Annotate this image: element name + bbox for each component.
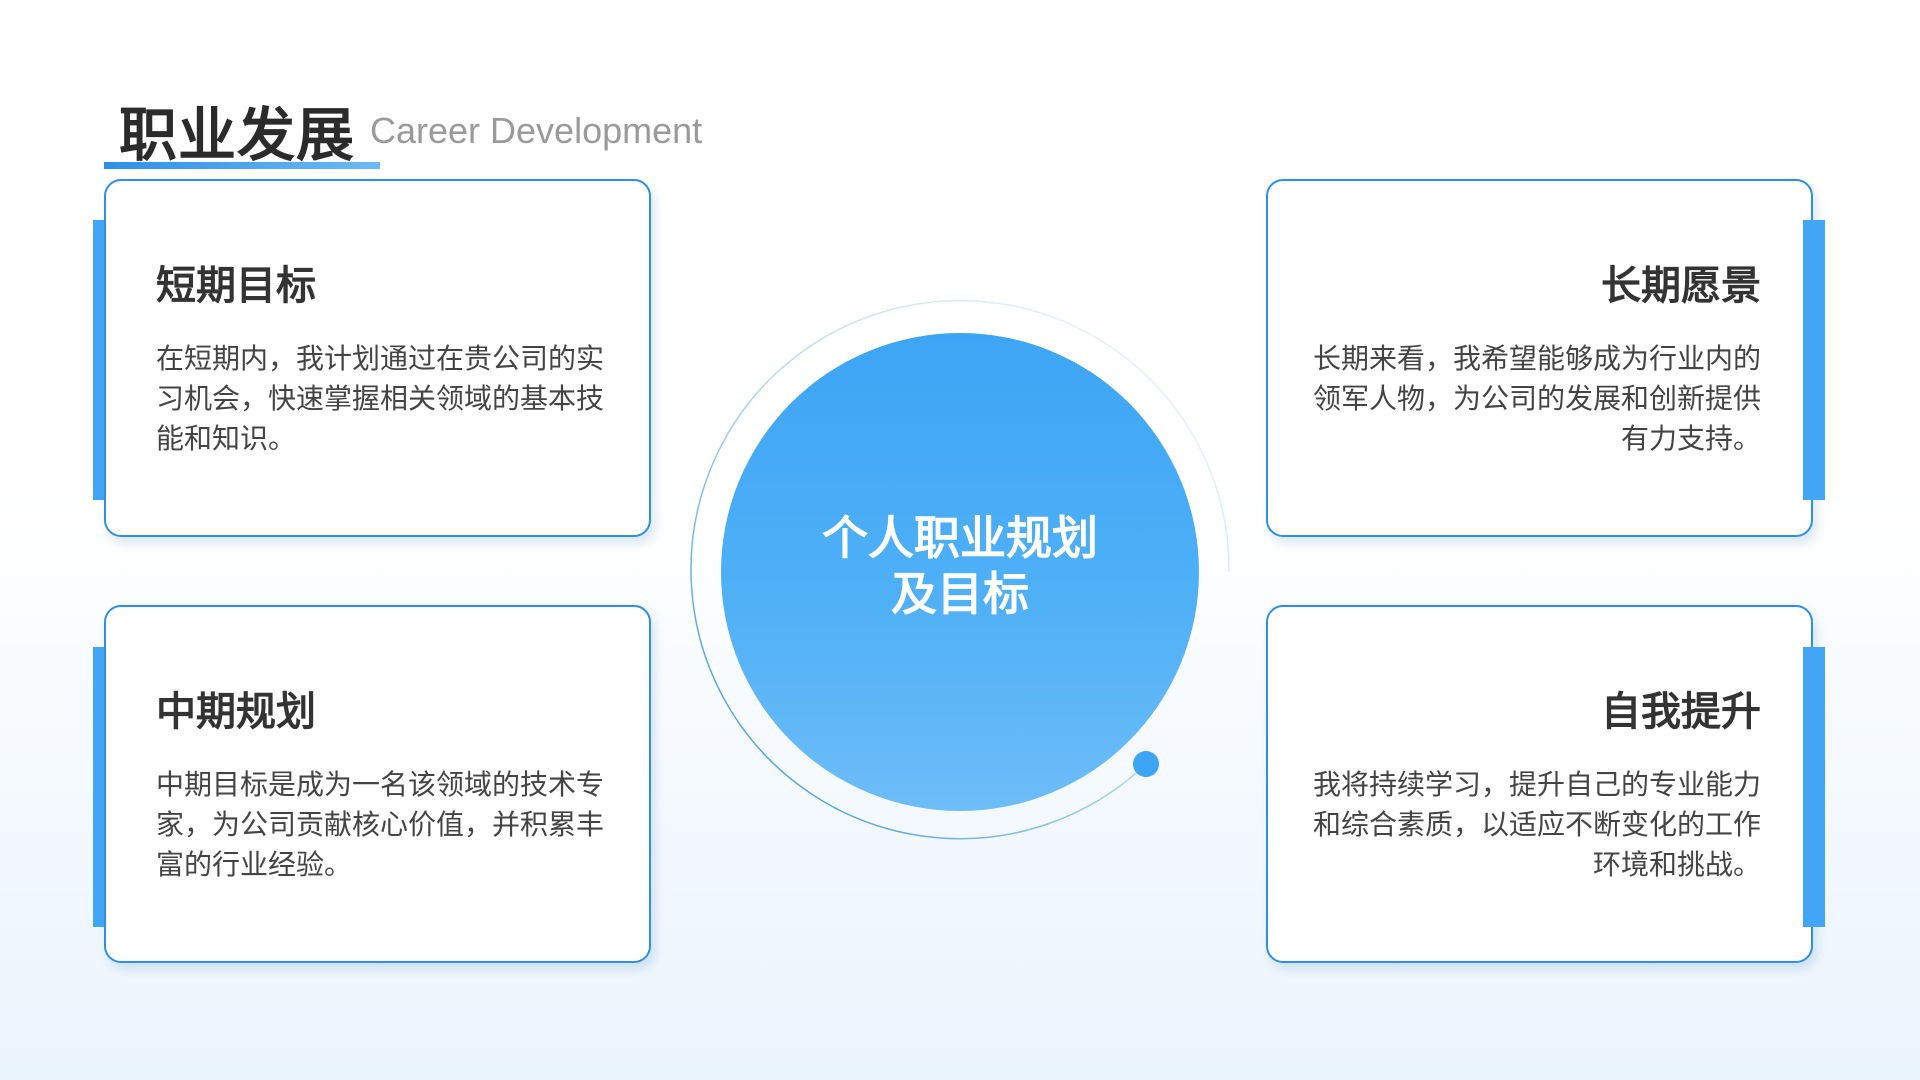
- page-title: 职业发展: [119, 101, 356, 169]
- card-title: 自我提升: [1601, 689, 1761, 735]
- card-body: 我将持续学习，提升自己的专业能力和综合素质，以适应不断变化的工作环境和挑战。: [1312, 768, 1761, 881]
- card-title: 中期规划: [156, 689, 316, 735]
- page-subtitle: Career Development: [370, 110, 703, 151]
- center-title-line2: 及目标: [891, 567, 1029, 621]
- card-body: 长期来看，我希望能够成为行业内的领军人物，为公司的发展和创新提供有力支持。: [1312, 342, 1761, 455]
- card-title: 长期愿景: [1601, 263, 1761, 309]
- title-underline: [104, 162, 380, 169]
- orbit-dot: [1133, 751, 1159, 777]
- card-short-term: 短期目标 在短期内，我计划通过在贵公司的实习机会，快速掌握相关领域的基本技能和知…: [104, 179, 651, 537]
- card-accent-bar: [1803, 647, 1825, 927]
- center-title-line1: 个人职业规划: [822, 511, 1098, 565]
- center-title: 个人职业规划 及目标: [721, 510, 1199, 622]
- card-self-improvement: 自我提升 我将持续学习，提升自己的专业能力和综合素质，以适应不断变化的工作环境和…: [1266, 605, 1813, 963]
- card-title: 短期目标: [156, 263, 316, 309]
- center-circle: [721, 333, 1199, 811]
- card-body: 在短期内，我计划通过在贵公司的实习机会，快速掌握相关领域的基本技能和知识。: [156, 342, 605, 455]
- card-mid-term: 中期规划 中期目标是成为一名该领域的技术专家，为公司贡献核心价值，并积累丰富的行…: [104, 605, 651, 963]
- card-accent-bar: [1803, 220, 1825, 500]
- card-body: 中期目标是成为一名该领域的技术专家，为公司贡献核心价值，并积累丰富的行业经验。: [156, 768, 605, 881]
- card-long-term: 长期愿景 长期来看，我希望能够成为行业内的领军人物，为公司的发展和创新提供有力支…: [1266, 179, 1813, 537]
